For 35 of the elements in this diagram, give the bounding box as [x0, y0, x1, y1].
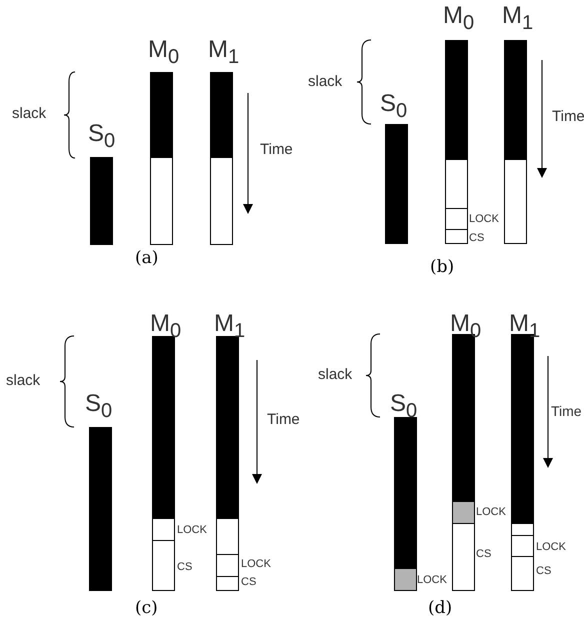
process-label: M$_{0}$: [150, 312, 182, 341]
cs-label: CS: [469, 233, 484, 244]
cs-label: CS: [536, 566, 552, 577]
cs-label: CS: [177, 562, 192, 573]
lock-label: LOCK: [476, 507, 506, 518]
lock-label: LOCK: [469, 214, 499, 225]
subfigure-caption: (c): [135, 600, 158, 617]
subfigure-caption: (a): [135, 250, 158, 267]
subfigure-caption: (b): [430, 259, 454, 276]
process-label: S$_{0}$: [88, 122, 116, 151]
lock-label: LOCK: [241, 559, 271, 570]
process-label: M$_{0}$: [450, 312, 482, 341]
slack-label: slack: [308, 74, 342, 89]
cs-label: CS: [241, 577, 256, 588]
process-label: S$_{0}$: [380, 92, 408, 121]
process-label: M$_{1}$: [502, 4, 534, 33]
slack-label: slack: [6, 373, 40, 388]
process-label: M$_{1}$: [509, 312, 540, 341]
subfigure-caption: (d): [428, 600, 452, 617]
cs-label: CS: [476, 549, 492, 560]
time-label: Time: [552, 109, 584, 124]
time-label: Time: [267, 412, 300, 427]
process-label: M$_{1}$: [208, 38, 240, 67]
slack-label: slack: [12, 106, 46, 121]
process-label: S$_{0}$: [85, 392, 112, 421]
time-label: Time: [260, 142, 293, 157]
lock-label: LOCK: [417, 575, 447, 586]
slack-label: slack: [318, 367, 352, 382]
lock-label: LOCK: [177, 525, 207, 536]
process-label: M$_{1}$: [214, 312, 246, 341]
process-label: M$_{0}$: [148, 38, 180, 67]
lock-label: LOCK: [536, 542, 566, 553]
process-label: S$_{0}$: [390, 392, 418, 421]
process-label: M$_{0}$: [443, 4, 474, 33]
time-label: Time: [551, 404, 582, 418]
